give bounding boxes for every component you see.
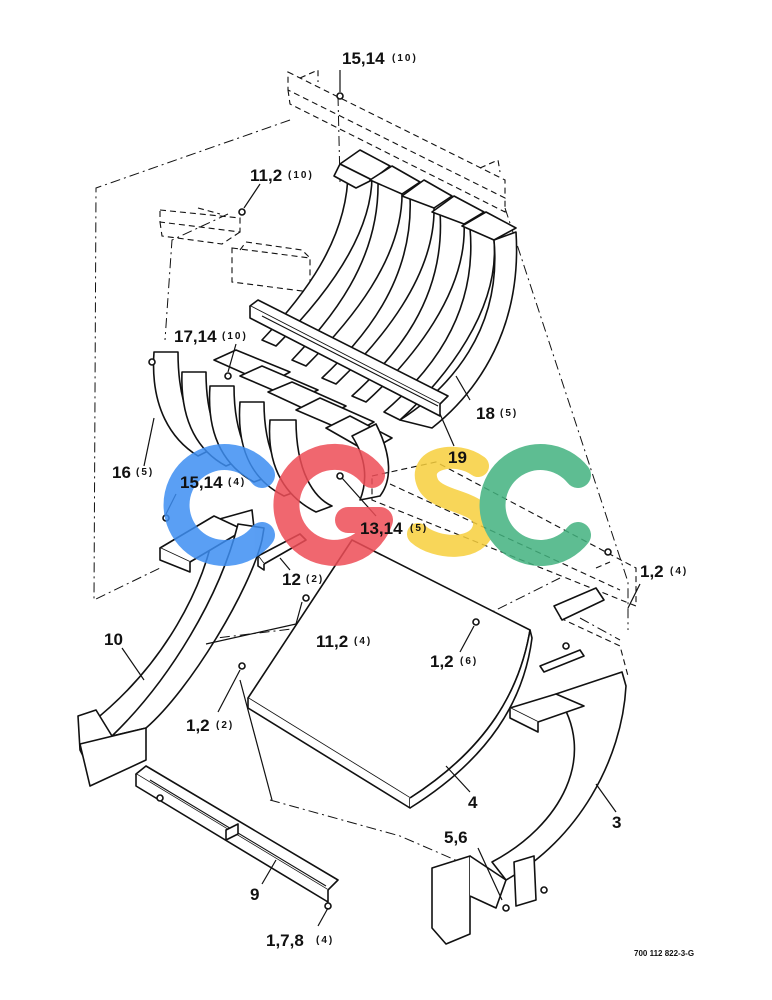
callout-1-7-8-qty: (4) [316, 935, 334, 946]
callout-19: 19 [448, 448, 467, 467]
callout-17-14-qty: (10) [222, 331, 248, 342]
callout-1-2-mid-qty: (6) [460, 656, 478, 667]
drawing-number: 700 112 822-3-G [634, 949, 694, 958]
callout-9: 9 [250, 885, 259, 904]
callout-4: 4 [468, 793, 478, 812]
callout-16: 16 [112, 463, 131, 482]
callout-11-2-mid: 11,2 [316, 632, 348, 651]
left-support-brackets [159, 207, 311, 293]
callout-11-2-top-qty: (10) [288, 170, 314, 181]
top-mounting-channel [287, 69, 506, 213]
callout-labels: 15,14 (10) 11,2 (10) 17,14 (10) 18 (5) 1… [104, 49, 688, 950]
callout-1-2-right-qty: (4) [670, 566, 688, 577]
lower-scoops [152, 349, 393, 513]
callout-1-2-left-qty: (2) [216, 720, 234, 731]
callout-10: 10 [104, 630, 123, 649]
callout-1-2-right: 1,2 [640, 562, 664, 581]
callout-13-14-qty: (5) [410, 523, 428, 534]
cross-bar [249, 299, 449, 417]
left-side-plate [79, 523, 265, 787]
callout-13-14: 13,14 [360, 519, 403, 538]
callout-15-14-mid-qty: (4) [228, 477, 246, 488]
right-side-arch [431, 587, 629, 945]
upper-arched-guides [261, 149, 518, 429]
callout-1-2-mid: 1,2 [430, 652, 454, 671]
callout-16-qty: (5) [136, 467, 154, 478]
callout-1-7-8: 1,7,8 [266, 931, 304, 950]
callout-17-14: 17,14 [174, 327, 217, 346]
callout-15-14-top-qty: (10) [392, 53, 418, 64]
callout-12: 12 [282, 570, 301, 589]
callout-5-6: 5,6 [444, 828, 468, 847]
phantom-lines [93, 95, 629, 863]
bottom-channel [135, 765, 339, 903]
callout-15-14-top: 15,14 [342, 49, 385, 68]
callout-11-2-top: 11,2 [250, 166, 282, 185]
hardware-fasteners [148, 92, 612, 912]
callout-11-2-mid-qty: (4) [354, 636, 372, 647]
cgsc-watermark-logo [163, 443, 591, 566]
floor-panel [247, 539, 533, 809]
callout-1-2-left: 1,2 [186, 716, 210, 735]
callout-15-14-mid: 15,14 [180, 473, 223, 492]
callout-3: 3 [612, 813, 621, 832]
callout-18-qty: (5) [500, 408, 518, 419]
callout-12-qty: (2) [306, 574, 324, 585]
callout-18: 18 [476, 404, 495, 423]
